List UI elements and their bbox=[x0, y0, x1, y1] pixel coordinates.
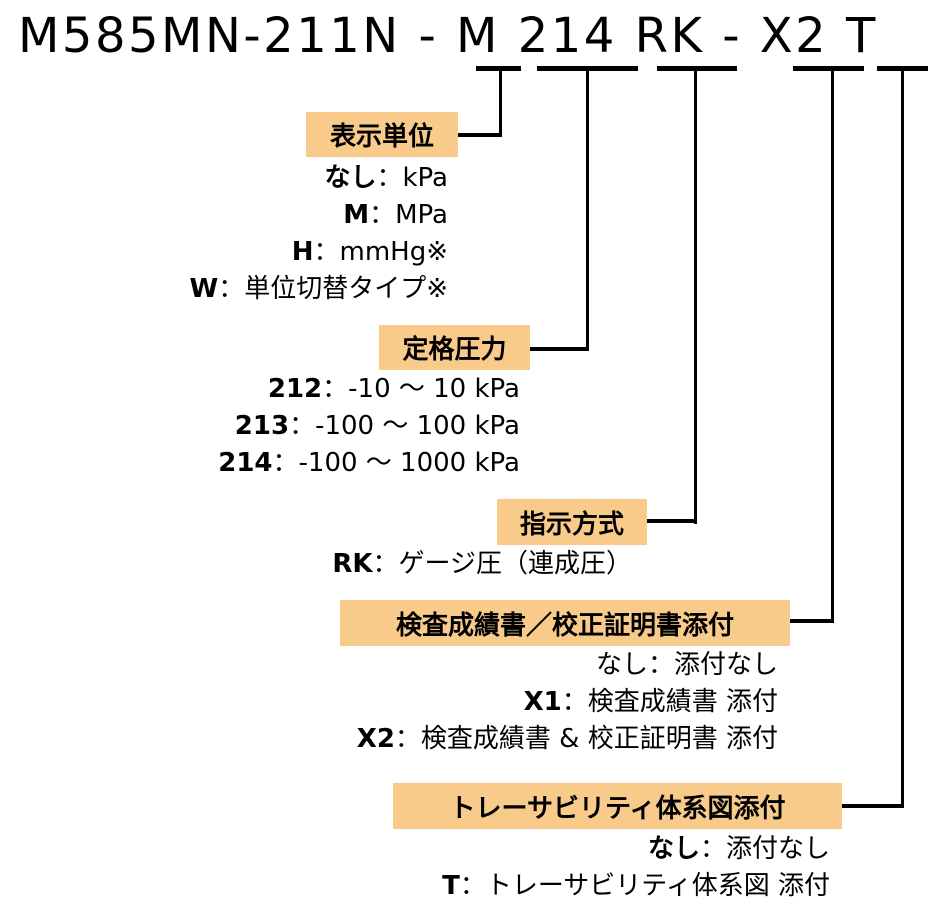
option-key: 212 bbox=[267, 374, 323, 404]
option-key: H bbox=[291, 237, 314, 267]
option-key: なし bbox=[595, 650, 648, 680]
option-key: 213 bbox=[234, 411, 290, 441]
option-row: M：MPa bbox=[190, 197, 448, 234]
option-desc: ：mmHg※ bbox=[313, 237, 449, 267]
option-desc: ：ゲージ圧（連成圧） bbox=[372, 549, 632, 579]
option-row: T：トレーサビリティ体系図 添付 bbox=[442, 868, 830, 905]
option-key: X2 bbox=[356, 724, 395, 754]
option-desc: ：単位切替タイプ※ bbox=[218, 274, 448, 304]
option-desc: ：添付なし bbox=[699, 834, 830, 864]
option-key: RK bbox=[332, 549, 373, 579]
connector-trace-h bbox=[842, 804, 904, 808]
code-cert: X2 bbox=[759, 8, 829, 64]
connector-trace bbox=[901, 68, 904, 808]
option-desc: ：検査成績書 & 校正証明書 添付 bbox=[394, 724, 778, 754]
code-range: 214 bbox=[517, 8, 617, 64]
option-desc: ：-10 ～ 10 kPa bbox=[322, 374, 520, 404]
options-indication-method: RK：ゲージ圧（連成圧） bbox=[332, 546, 632, 583]
connector-method-h bbox=[647, 519, 697, 523]
option-key: T bbox=[442, 871, 460, 901]
option-row: W：単位切替タイプ※ bbox=[190, 271, 448, 308]
option-row: 214：-100 ～ 1000 kPa bbox=[218, 445, 520, 482]
underline-cert bbox=[793, 66, 864, 71]
option-desc: ：検査成績書 添付 bbox=[561, 687, 778, 717]
code-trace: T bbox=[845, 8, 878, 64]
option-key: なし bbox=[324, 163, 377, 193]
option-desc: ：添付なし bbox=[647, 650, 778, 680]
connector-cert-h bbox=[790, 619, 834, 623]
option-desc: ：-100 ～ 100 kPa bbox=[289, 411, 520, 441]
option-desc: ：-100 ～ 1000 kPa bbox=[272, 448, 520, 478]
option-key: M bbox=[343, 200, 370, 230]
label-rated-pressure: 定格圧力 bbox=[379, 325, 530, 370]
option-row: RK：ゲージ圧（連成圧） bbox=[332, 546, 632, 583]
code-separator: - bbox=[704, 8, 760, 64]
option-desc: ：MPa bbox=[369, 200, 448, 230]
option-row: 212：-10 ～ 10 kPa bbox=[218, 371, 520, 408]
option-row: H：mmHg※ bbox=[190, 234, 448, 271]
option-row: X1：検査成績書 添付 bbox=[357, 684, 778, 721]
connector-unit-h bbox=[458, 133, 502, 137]
connector-range-h bbox=[530, 347, 589, 351]
option-key: 214 bbox=[218, 448, 273, 478]
label-display-unit: 表示単位 bbox=[306, 112, 458, 157]
model-base: M585MN-211N - bbox=[18, 8, 457, 64]
code-method: RK bbox=[634, 8, 705, 64]
underline-unit bbox=[476, 66, 521, 71]
option-key: X1 bbox=[523, 687, 562, 717]
label-certificate: 検査成績書／校正証明書添付 bbox=[340, 600, 790, 646]
underline-method bbox=[657, 66, 737, 71]
label-traceability: トレーサビリティ体系図添付 bbox=[393, 783, 842, 829]
option-key: なし bbox=[647, 834, 700, 864]
connector-cert bbox=[831, 68, 834, 623]
option-row: なし：kPa bbox=[190, 160, 448, 197]
option-row: なし：添付なし bbox=[357, 647, 778, 684]
connector-unit bbox=[499, 68, 502, 136]
option-desc: ：トレーサビリティ体系図 添付 bbox=[459, 871, 830, 901]
option-key: W bbox=[189, 274, 219, 304]
option-row: X2：検査成績書 & 校正証明書 添付 bbox=[357, 721, 778, 758]
code-unit: M bbox=[456, 8, 500, 64]
option-row: なし：添付なし bbox=[442, 831, 830, 868]
option-desc: ：kPa bbox=[376, 163, 448, 193]
connector-method bbox=[694, 68, 697, 524]
option-row: 213：-100 ～ 100 kPa bbox=[218, 408, 520, 445]
label-indication-method: 指示方式 bbox=[497, 499, 647, 545]
model-number: M585MN-211N - M 214 RK - X2 T bbox=[18, 8, 878, 64]
connector-range bbox=[586, 68, 589, 351]
